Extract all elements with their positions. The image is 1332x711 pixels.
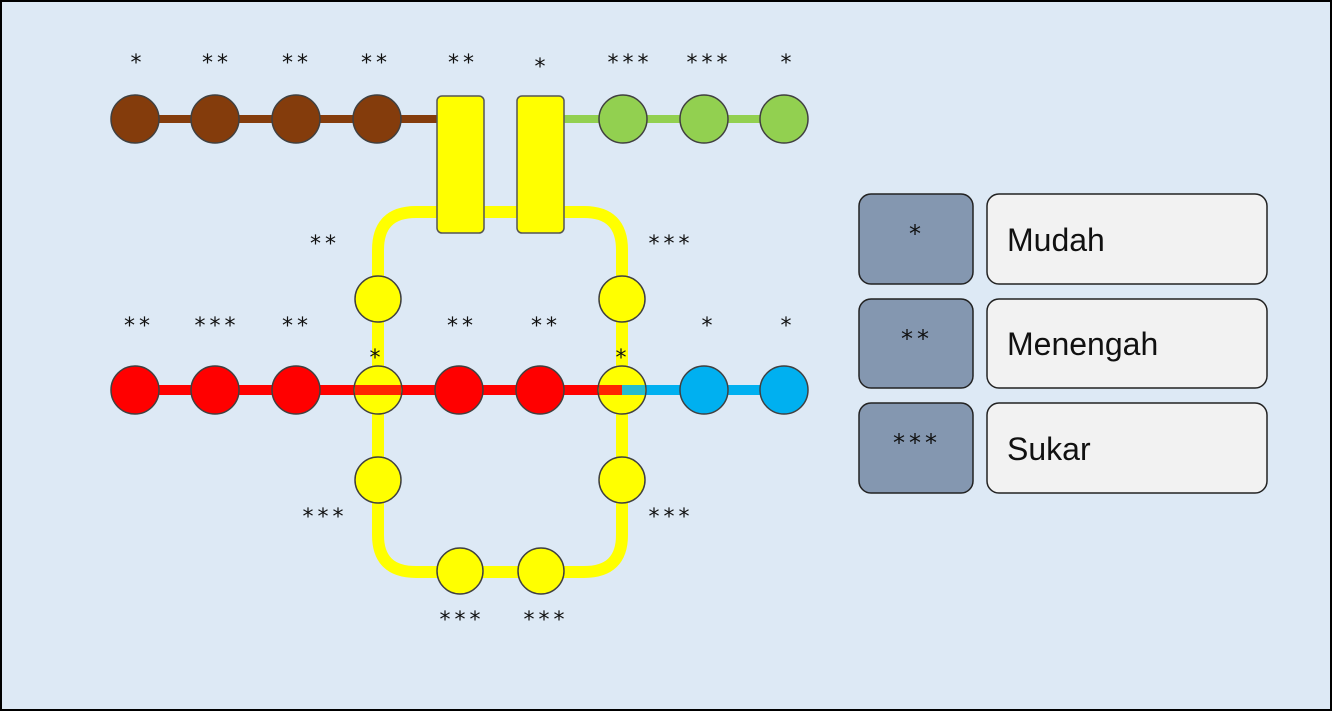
stars-yellow-right-lower: *** <box>649 505 694 530</box>
station-brown-1 <box>110 94 160 144</box>
stars-gate-left: ** <box>448 51 478 76</box>
legend-key-2: ** <box>901 325 933 353</box>
stars-blue-1: * <box>702 314 717 339</box>
station-green-1 <box>598 94 648 144</box>
stars-yellow-bottom-left: *** <box>440 608 485 633</box>
stars-gate-right: * <box>535 55 550 80</box>
legend-key-1: * <box>909 220 925 248</box>
station-green-3 <box>759 94 809 144</box>
legend-key-3: *** <box>893 429 941 457</box>
legend-label-box-2 <box>986 298 1268 389</box>
stars-brown-3: ** <box>282 51 312 76</box>
stars-red-6: ** <box>531 314 561 339</box>
station-yellow-right-upper <box>598 275 646 323</box>
station-red-6 <box>515 365 565 415</box>
station-red-5 <box>434 365 484 415</box>
station-yellow-left-upper <box>354 275 402 323</box>
station-blue-2 <box>759 365 809 415</box>
stars-green-3: * <box>781 51 796 76</box>
legend-label-1: Mudah <box>1007 222 1105 258</box>
station-blue-1 <box>679 365 729 415</box>
legend-label-3: Sukar <box>1007 431 1091 467</box>
stars-yellow-right-upper: *** <box>649 232 694 257</box>
station-yellow-bottom-left <box>436 547 484 595</box>
station-brown-3 <box>271 94 321 144</box>
red-stations <box>110 365 565 415</box>
yellow-stations <box>354 275 646 595</box>
station-yellow-right-lower <box>598 456 646 504</box>
station-green-2 <box>679 94 729 144</box>
gate-left <box>436 95 485 234</box>
station-brown-2 <box>190 94 240 144</box>
stars-brown-2: ** <box>202 51 232 76</box>
legend-label-box-3 <box>986 402 1268 494</box>
stars-yellow-bottom-right: *** <box>524 608 569 633</box>
station-brown-4 <box>352 94 402 144</box>
green-stations <box>598 94 809 144</box>
stars-brown-1: * <box>131 51 146 76</box>
legend-label-box-1 <box>986 193 1268 285</box>
legend-key-box-1 <box>858 193 974 285</box>
legend-key-box-3 <box>858 402 974 494</box>
interchange-stations <box>353 365 647 415</box>
station-red-3 <box>271 365 321 415</box>
stars-yellow-left-upper: ** <box>310 232 340 257</box>
stars-red-1: ** <box>124 314 154 339</box>
stars-red-3: ** <box>282 314 312 339</box>
stars-red-2: *** <box>195 314 240 339</box>
station-yellow-left-lower <box>354 456 402 504</box>
gate-right <box>516 95 565 234</box>
stars-blue-2: * <box>781 314 796 339</box>
difficulty-legend: * Mudah ** Menengah *** Sukar <box>858 193 1268 494</box>
legend-key-box-2 <box>858 298 974 389</box>
station-red-2 <box>190 365 240 415</box>
stars-red-7: * <box>616 346 631 371</box>
station-red-1 <box>110 365 160 415</box>
stars-brown-4: ** <box>361 51 391 76</box>
station-yellow-bottom-right <box>517 547 565 595</box>
stars-yellow-left-lower: *** <box>303 505 348 530</box>
legend-label-2: Menengah <box>1007 326 1158 362</box>
blue-stations <box>679 365 809 415</box>
stars-green-1: *** <box>608 51 653 76</box>
stars-green-2: *** <box>687 51 732 76</box>
stars-red-4: * <box>370 346 385 371</box>
stars-red-5: ** <box>447 314 477 339</box>
brown-stations <box>110 94 402 144</box>
